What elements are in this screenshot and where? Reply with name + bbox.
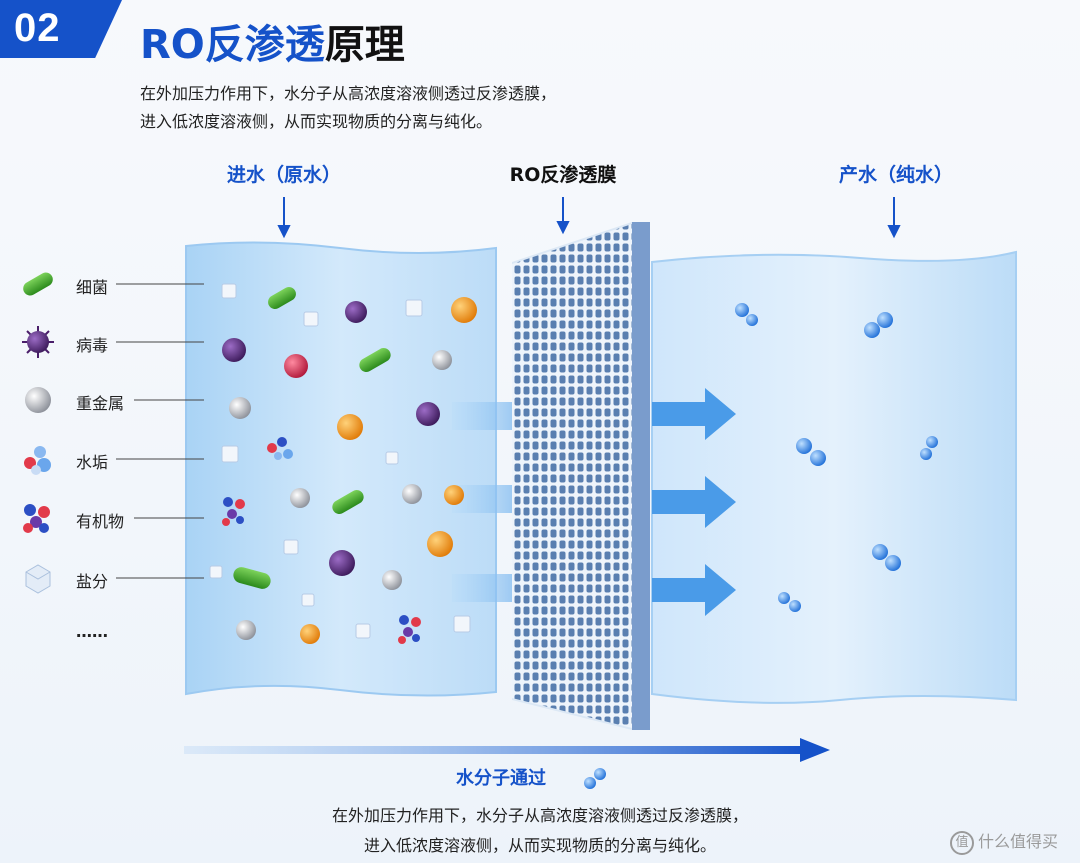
intro-description: 在外加压力作用下，水分子从高浓度溶液侧透过反渗透膜， 进入低浓度溶液侧，从而实现… [140,80,700,136]
title-rest: 原理 [324,22,405,68]
footer-line-1: 在外加压力作用下，水分子从高浓度溶液侧透过反渗透膜， [331,806,748,825]
legend-label-organic: 有机物 [76,512,125,531]
legend-item-salt: 盐分 [20,560,210,596]
legend-item-scale: 水垢 [20,441,210,477]
column-pointer-arrows [277,197,901,239]
section-number-badge: 02 [0,0,122,58]
intro-line-2: 进入低浓度溶液侧，从而实现物质的分离与纯化。 [140,112,493,131]
pure-water-molecules [735,303,938,612]
section-number: 02 [14,6,61,50]
output-arrow-middle [652,476,736,528]
watermark-text: 什么值得买 [978,832,1059,851]
legend-label-virus: 病毒 [76,336,109,355]
legend-label-salt: 盐分 [76,572,109,591]
virus-icon [22,326,54,358]
inflow-label: 进水（原水） [226,164,342,186]
flow-label-molecule [584,768,606,789]
output-arrow-upper [652,388,736,440]
watermark-logo-icon: 值 [950,830,974,855]
legend-more: …… [76,622,108,641]
heavy-metal-icon [25,387,51,413]
legend-label-heavy-metal: 重金属 [76,394,125,413]
legend-item-bacteria: 细菌 [20,266,210,302]
outflow-label: 产水（纯水） [838,164,954,186]
bacteria-icon [23,272,53,296]
flow-arrows-right [652,388,736,616]
title-highlight: RO反渗透 [140,22,325,68]
salt-icon [25,564,51,594]
scale-icon [24,446,51,475]
legend-item-organic: 有机物 [20,500,210,536]
membrane-label: RO反渗透膜 [509,164,617,186]
pure-water-tank [651,250,1017,704]
organic-icon [23,504,50,533]
legend-connectors [116,283,204,579]
raw-water-tank [185,241,497,697]
watermark: 值什么值得买 [950,828,1058,855]
flow-label: 水分子通过 [456,768,546,789]
legend-label-scale: 水垢 [76,453,109,472]
footer-line-2: 进入低浓度溶液侧，从而实现物质的分离与纯化。 [363,836,716,855]
page-title: RO反渗透原理 [140,12,405,70]
legend-item-heavy-metal: 重金属 [20,382,210,418]
water-flow-arrow [184,738,830,762]
intro-line-1: 在外加压力作用下，水分子从高浓度溶液侧透过反渗透膜， [140,84,557,103]
output-arrow-lower [652,564,736,616]
raw-water-particles [209,283,477,644]
legend-label-bacteria: 细菌 [76,278,109,297]
ro-membrane [512,222,650,730]
legend-icons [22,272,54,594]
legend-item-virus: 病毒 [20,324,210,360]
